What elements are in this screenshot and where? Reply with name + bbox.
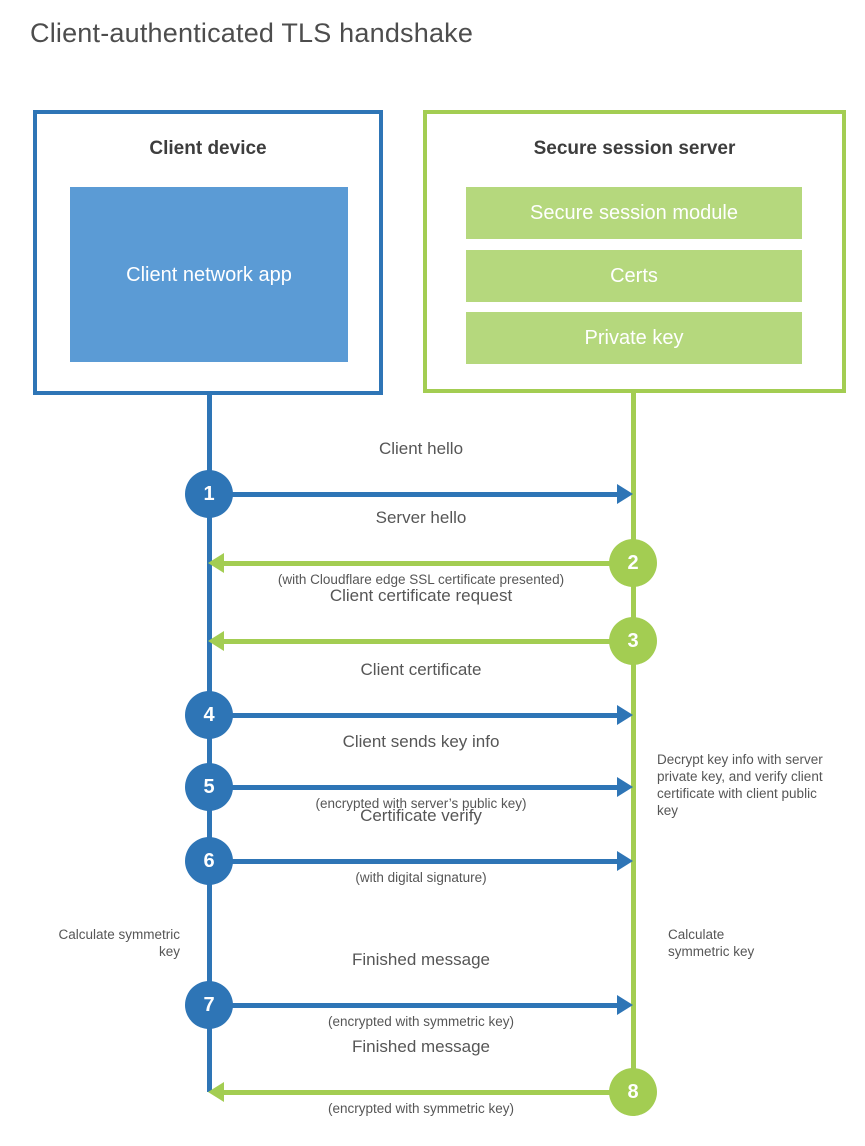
step-1-client-hello: Client hello 1 [0,439,865,518]
server-lifeline [631,391,636,1092]
step-label: Finished message [352,1037,490,1056]
arrow-line [209,492,620,497]
arrowhead-right-icon [617,777,633,797]
step-4-client-certificate: Client certificate 4 [0,660,865,739]
arrow-line [209,713,620,718]
server-calculate-symmetric-key-note: Calculate symmetric key [668,927,755,959]
step-2-server-hello: Server hello (with Cloudflare edge SSL c… [0,508,865,587]
step-5-client-sends-key-info: Client sends key info (encrypted with se… [0,732,865,811]
server-module-private-key: Private key [466,312,802,364]
step-label: Client certificate [360,660,482,679]
step-label: Certificate verify [360,806,482,825]
secure-session-server-title: Secure session server [533,138,736,159]
step-number-badge: 3 [609,617,657,665]
arrowhead-left-icon [208,631,224,651]
step-label: Client hello [378,439,464,458]
step-number-badge: 5 [185,763,233,811]
step-number-badge: 4 [185,691,233,739]
arrow-line [224,561,633,566]
step-number-badge: 2 [609,539,657,587]
secure-session-server-box: Secure session server Secure session mod… [423,110,846,393]
server-decrypt-note: Decrypt key info with server private key… [657,752,823,818]
client-device-title: Client device [149,138,267,159]
step-sublabel: (with Cloudflare edge SSL certificate pr… [277,572,565,587]
arrow-line [224,639,633,644]
arrow-line [209,785,620,790]
server-module-secure-session: Secure session module [466,187,802,239]
client-network-app-node: Client network app [70,187,348,362]
step-number-badge: 6 [185,837,233,885]
step-label: Client sends key info [342,732,500,751]
arrow-line [224,1090,633,1095]
arrowhead-right-icon [617,705,633,725]
server-module-certs: Certs [466,250,802,302]
step-3-client-certificate-request: Client certificate request 3 [0,586,865,665]
step-sublabel: (encrypted with symmetric key) [327,1014,515,1029]
step-label: Server hello [375,508,467,527]
step-7-finished-message-client: Finished message (encrypted with symmetr… [0,950,865,1029]
arrowhead-right-icon [617,484,633,504]
step-label: Client certificate request [329,586,513,605]
step-number-badge: 7 [185,981,233,1029]
arrow-line [209,1003,620,1008]
arrowhead-right-icon [617,851,633,871]
arrowhead-left-icon [208,553,224,573]
step-8-finished-message-server: Finished message (encrypted with symmetr… [0,1037,865,1116]
step-sublabel: (encrypted with symmetric key) [327,1101,515,1116]
page-title: Client-authenticated TLS handshake [30,18,474,48]
arrow-line [209,859,620,864]
client-lifeline [207,393,212,1092]
step-label: Finished message [352,950,490,969]
step-6-certificate-verify: Certificate verify (with digital signatu… [0,806,865,885]
arrowhead-left-icon [208,1082,224,1102]
step-sublabel: (with digital signature) [355,870,487,885]
step-number-badge: 1 [185,470,233,518]
client-calculate-symmetric-key-note: Calculate symmetric key [58,927,180,959]
step-number-badge: 8 [609,1068,657,1116]
client-device-box: Client device Client network app [33,110,383,395]
step-sublabel: (encrypted with server’s public key) [315,796,527,811]
arrowhead-right-icon [617,995,633,1015]
